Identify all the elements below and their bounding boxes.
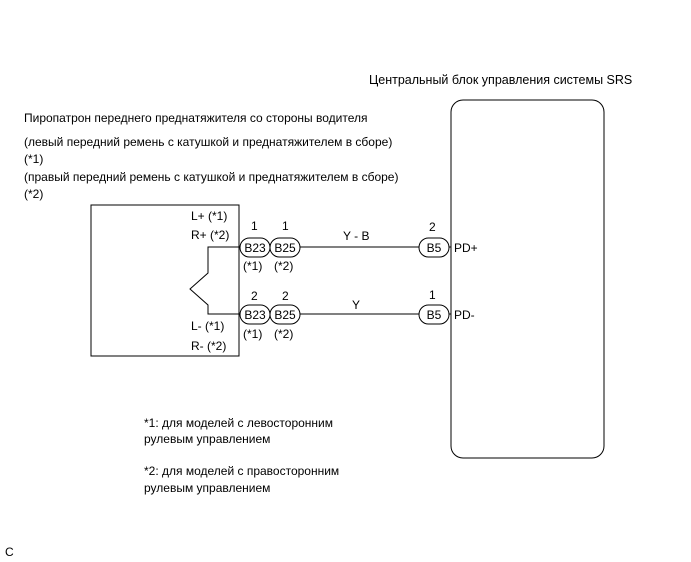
pretensioner-rhd-line: (правый передний ремень с катушкой и пре… xyxy=(24,170,398,184)
connector-b25-bottom-label: B25 xyxy=(274,308,296,322)
wire-label-bottom: Y xyxy=(352,298,360,312)
pretensioner-lhd-line: (левый передний ремень с катушкой и пред… xyxy=(24,135,392,149)
pin-number-b5-top: 2 xyxy=(429,220,436,234)
connector-b23-bottom-mark: (*1) xyxy=(243,327,262,341)
pin-label-l-plus: L+ (*1) xyxy=(191,209,227,223)
note-2-line-2: рулевым управлением xyxy=(144,481,270,495)
note-1-line-1: *1: для моделей с левосторонним xyxy=(144,416,333,430)
pretensioner-block xyxy=(90,204,240,357)
connector-b25-top-label: B25 xyxy=(274,241,296,255)
pin-label-r-minus: R- (*2) xyxy=(191,339,226,353)
corner-label: C xyxy=(5,545,14,559)
pin-number-b23-top: 1 xyxy=(251,219,258,233)
connector-b23-bottom-label: B23 xyxy=(244,308,266,322)
srs-ecu-block xyxy=(450,99,605,459)
pin-number-b5-bottom: 1 xyxy=(429,288,436,302)
pin-label-r-plus: R+ (*2) xyxy=(191,228,229,242)
pin-number-b25-bottom: 2 xyxy=(282,289,289,303)
connector-b25-bottom xyxy=(269,304,301,325)
pretensioner-lhd-mark: (*1) xyxy=(24,152,43,166)
connector-b25-top xyxy=(269,237,301,258)
connector-b5-bottom-label: B5 xyxy=(427,308,442,322)
pin-label-l-minus: L- (*1) xyxy=(191,319,224,333)
pretensioner-rhd-mark: (*2) xyxy=(24,187,43,201)
connector-b5-bottom xyxy=(418,304,450,325)
wire-label-top: Y - B xyxy=(343,229,369,243)
connector-b25-top-mark: (*2) xyxy=(274,259,293,273)
ecu-pin-pd-plus: PD+ xyxy=(454,241,478,255)
squib-symbol xyxy=(189,246,239,315)
ecu-title: Центральный блок управления системы SRS xyxy=(369,73,632,87)
connector-b25-bottom-mark: (*2) xyxy=(274,327,293,341)
pin-number-b25-top: 1 xyxy=(282,219,289,233)
note-1-line-2: рулевым управлением xyxy=(144,432,270,446)
ecu-pin-pd-minus: PD- xyxy=(454,308,475,322)
pin-number-b23-bottom: 2 xyxy=(251,289,258,303)
connector-b5-top-label: B5 xyxy=(427,241,442,255)
connector-b23-top-label: B23 xyxy=(244,241,266,255)
pretensioner-title: Пиропатрон переднего преднатяжителя со с… xyxy=(24,111,368,125)
connector-b5-top xyxy=(418,237,450,258)
note-2-line-1: *2: для моделей с правосторонним xyxy=(144,464,339,478)
connector-b23-top-mark: (*1) xyxy=(243,259,262,273)
